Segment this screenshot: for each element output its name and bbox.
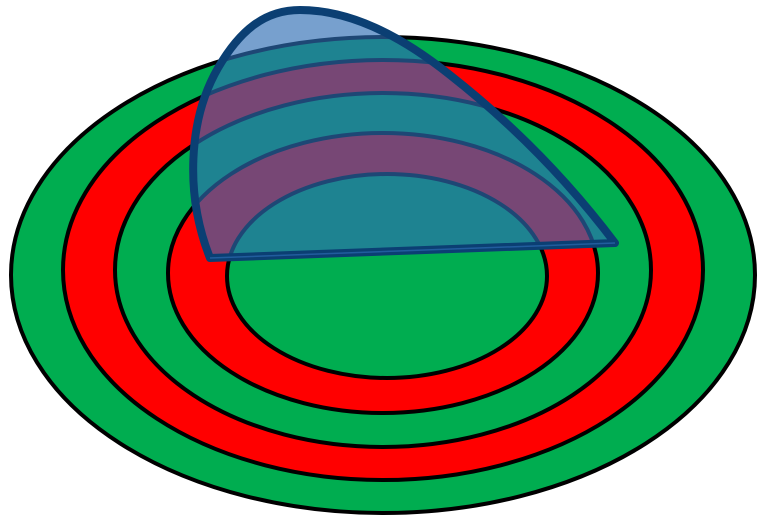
diagram-canvas (0, 0, 757, 519)
concentric-rings-diagram (0, 0, 757, 519)
